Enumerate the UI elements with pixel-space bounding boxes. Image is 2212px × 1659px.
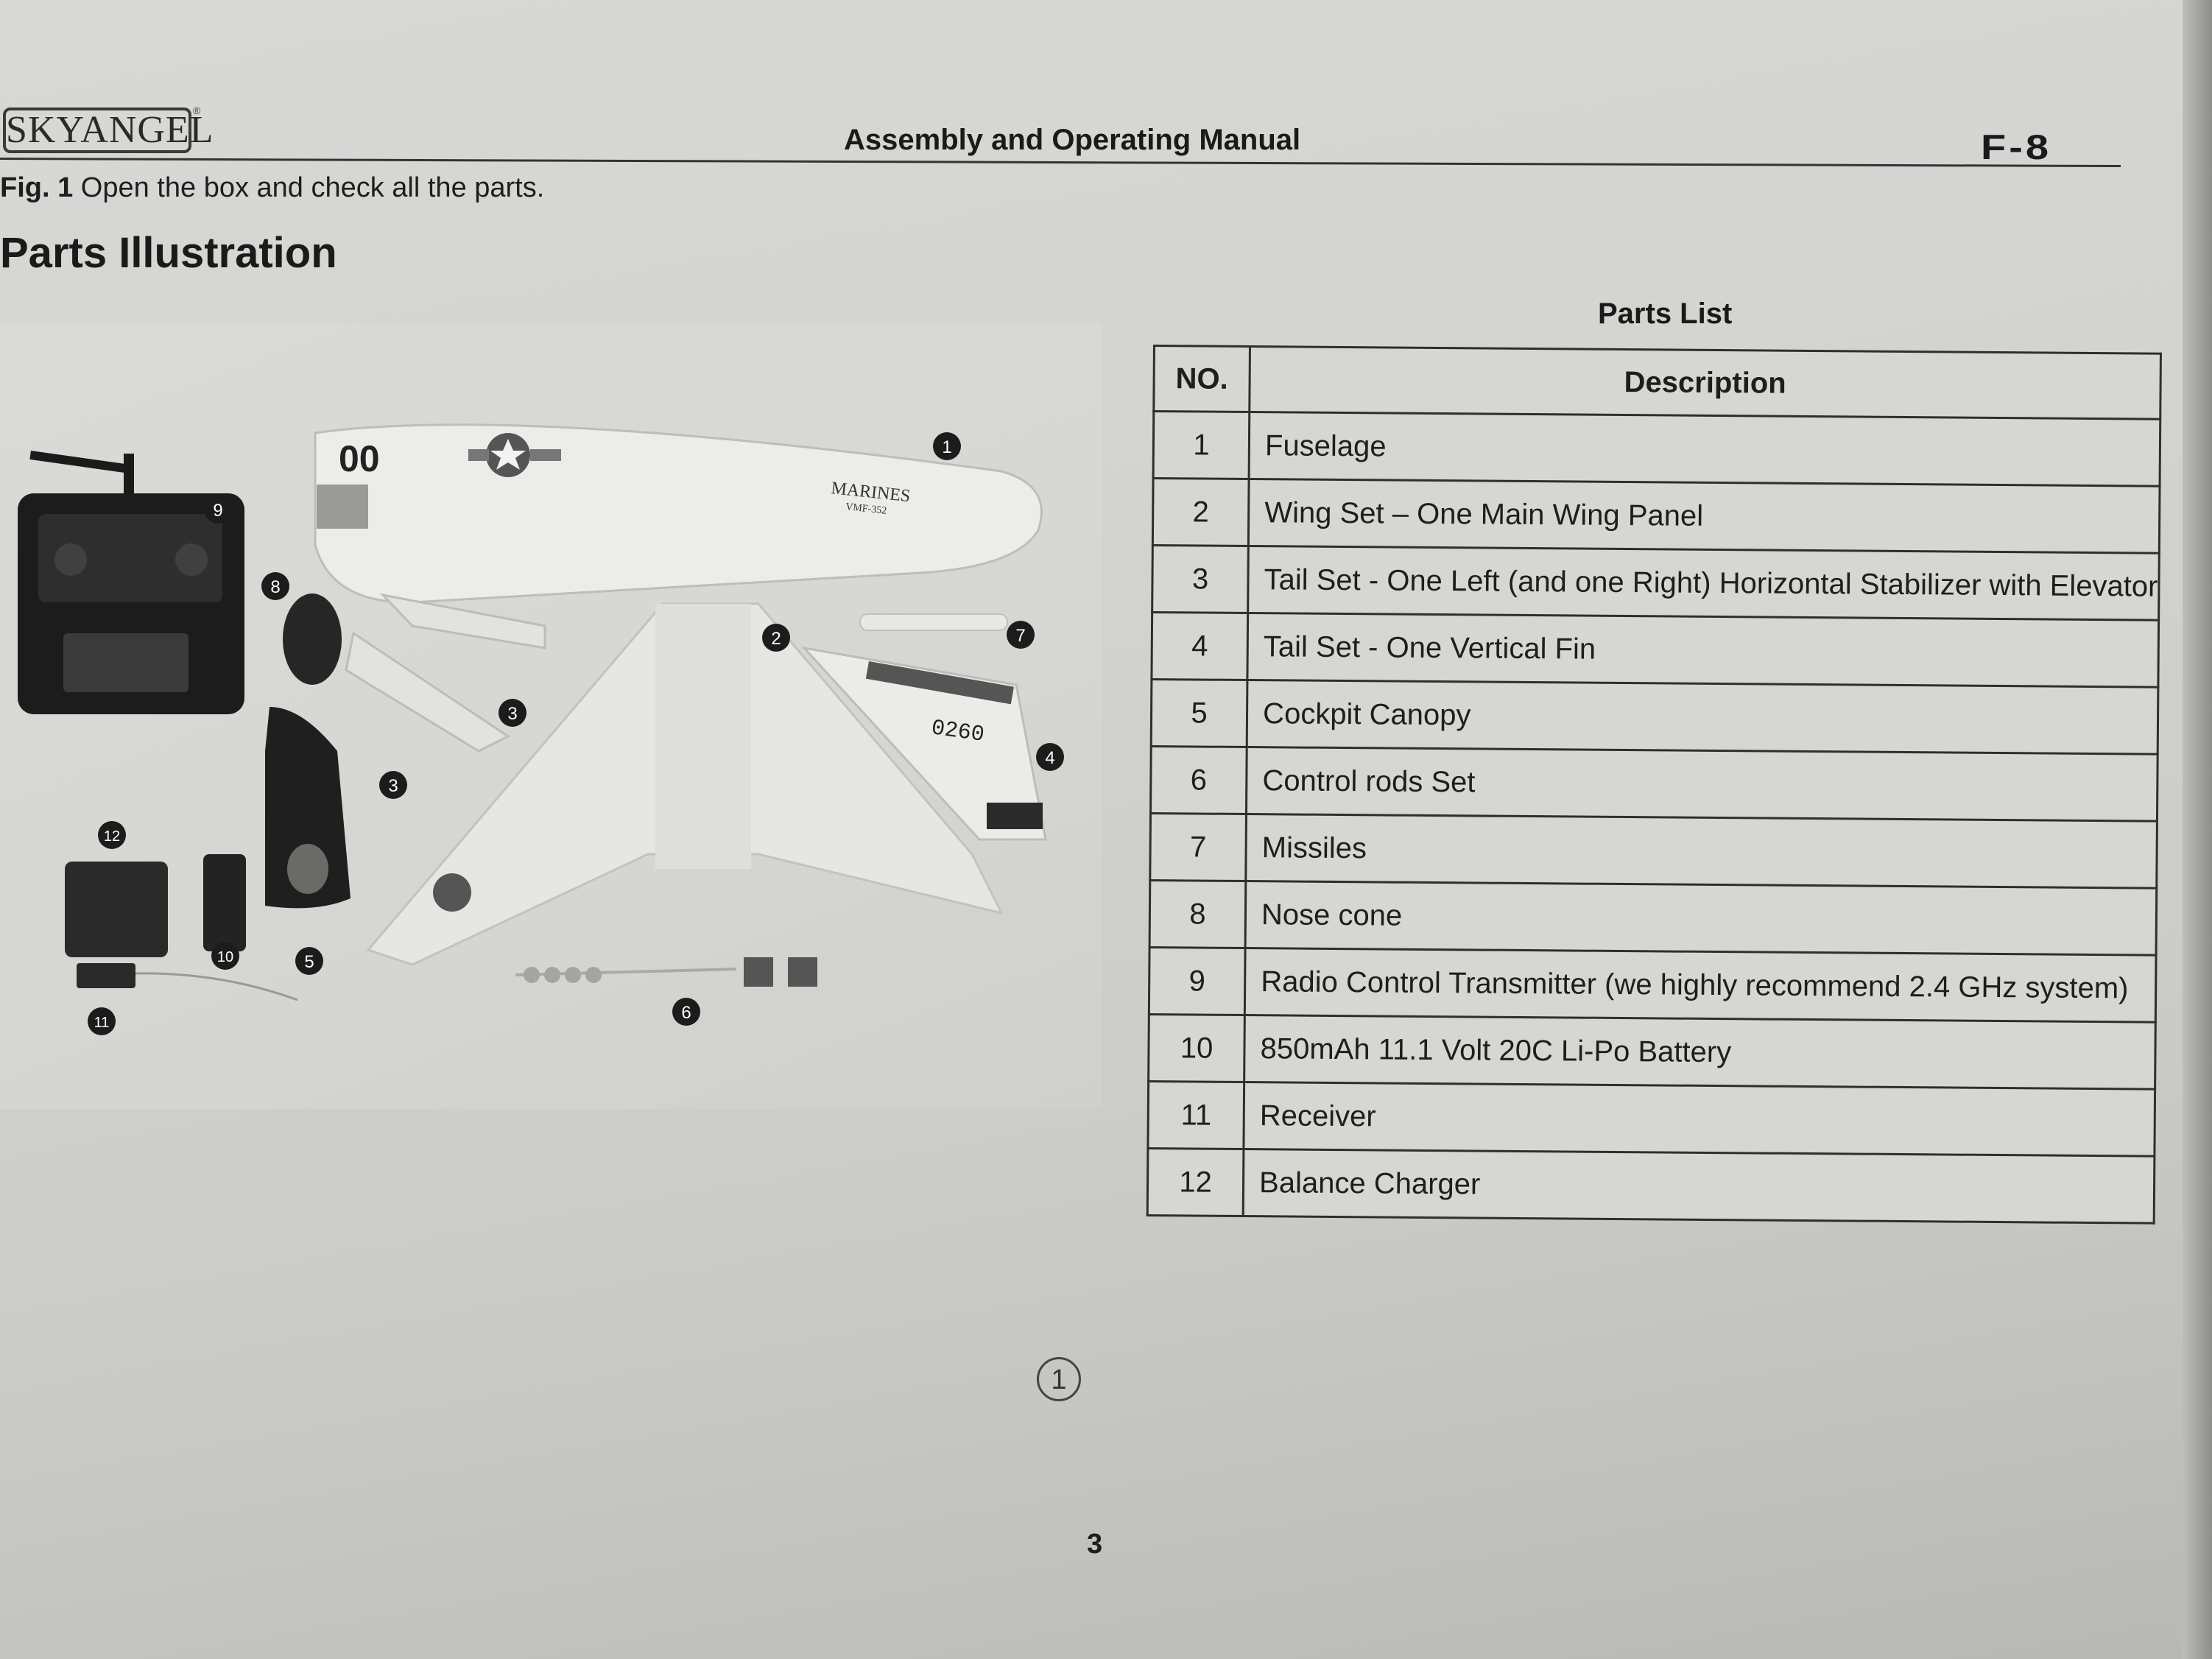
part-number: 11 [1147,1081,1244,1149]
part-description: Tail Set - One Left (and one Right) Hori… [1247,546,2160,621]
svg-text:1: 1 [942,437,951,457]
part-number: 9 [1149,947,1246,1015]
transmitter-drawing [18,451,244,714]
part-number: 4 [1151,612,1248,680]
figure-number: 1 [1037,1357,1081,1401]
svg-text:6: 6 [681,1003,691,1023]
part-number: 2 [1152,478,1250,546]
svg-text:12: 12 [104,828,120,845]
page-number: 3 [1087,1529,1103,1560]
main-wing-drawing [366,602,1004,966]
part-number: 10 [1148,1014,1245,1082]
trademark-mark: ® [193,105,201,116]
part-description: Control rods Set [1246,747,2158,822]
stabilizer-drawing-upper [379,593,546,649]
callout-3b: 3 [379,771,407,799]
parts-illustration: 00 MARINES VMF-352 0260 1 2 3 3 4 5 6 7 … [0,324,1102,1401]
callout-4: 4 [1036,743,1064,771]
part-description: 850mAh 11.1 Volt 20C Li-Po Battery [1244,1015,2156,1090]
fuselage-submarking: VMF-352 [845,501,887,517]
part-number: 6 [1150,746,1247,814]
table-header-row: NO. Description [1153,345,2161,420]
part-description: Balance Charger [1243,1149,2155,1224]
part-description: Fuselage [1249,412,2160,487]
part-number: 7 [1149,813,1247,881]
fuselage-drawing [314,423,1043,604]
callout-8: 8 [261,572,289,600]
stabilizer-drawing-lower [345,631,510,753]
header-description: Description [1249,346,2161,420]
part-description: Cockpit Canopy [1247,680,2158,755]
control-rods-drawing [515,957,817,987]
header-rule [0,158,2121,168]
manual-title: Assembly and Operating Manual [844,124,1301,156]
part-number: 8 [1149,880,1246,948]
part-number: 5 [1151,679,1248,747]
part-number: 3 [1152,545,1249,613]
callout-7: 7 [1007,621,1035,649]
svg-text:2: 2 [771,629,781,649]
svg-text:3: 3 [507,704,517,724]
figure-label: Fig. 1 [0,172,74,203]
svg-text:10: 10 [217,949,233,965]
skyangel-logo: SKYANGEL [3,108,213,153]
battery-drawing [203,854,246,951]
callout-5: 5 [295,947,323,975]
section-title: Parts Illustration [0,229,337,277]
callout-9: 9 [204,496,232,524]
svg-text:5: 5 [304,952,314,972]
part-description: Wing Set – One Main Wing Panel [1248,479,2160,554]
svg-text:8: 8 [270,577,280,597]
callout-11: 11 [88,1007,116,1035]
missiles-drawing [859,613,1008,631]
svg-text:11: 11 [94,1015,110,1031]
callout-1: 1 [933,432,961,460]
figure-caption: Fig. 1 Open the box and check all the pa… [0,172,544,204]
callout-3: 3 [499,699,526,727]
svg-text:3: 3 [388,776,398,796]
part-description: Missiles [1245,814,2158,889]
parts-list-title: Parts List [1598,297,1733,330]
vertical-fin-drawing [800,646,1047,841]
callout-10: 10 [211,942,239,970]
svg-text:9: 9 [213,501,222,521]
svg-text:4: 4 [1045,748,1054,768]
nose-cone-drawing [283,593,342,685]
part-description: Radio Control Transmitter (we highly rec… [1244,948,2157,1023]
part-description: Receiver [1244,1082,2155,1157]
part-number: 1 [1153,411,1250,479]
figure-caption-text: Open the box and check all the parts. [73,172,545,203]
part-description: Tail Set - One Vertical Fin [1247,613,2159,688]
parts-illustration-drawing: 00 MARINES VMF-352 0260 1 2 3 3 4 5 6 7 … [18,423,1064,1035]
side-number-marking: 00 [339,438,380,479]
svg-text:7: 7 [1015,626,1025,646]
receiver-drawing [77,963,135,988]
model-badge: F-8 [1981,127,2051,167]
header-no: NO. [1153,345,1250,412]
callout-2: 2 [762,624,790,652]
callout-6: 6 [672,998,700,1026]
page-edge [2183,0,2212,1659]
callout-12: 12 [98,821,126,849]
charger-drawing [65,862,168,957]
part-number: 12 [1147,1148,1244,1216]
part-description: Nose cone [1245,881,2157,956]
canopy-drawing [265,707,351,909]
